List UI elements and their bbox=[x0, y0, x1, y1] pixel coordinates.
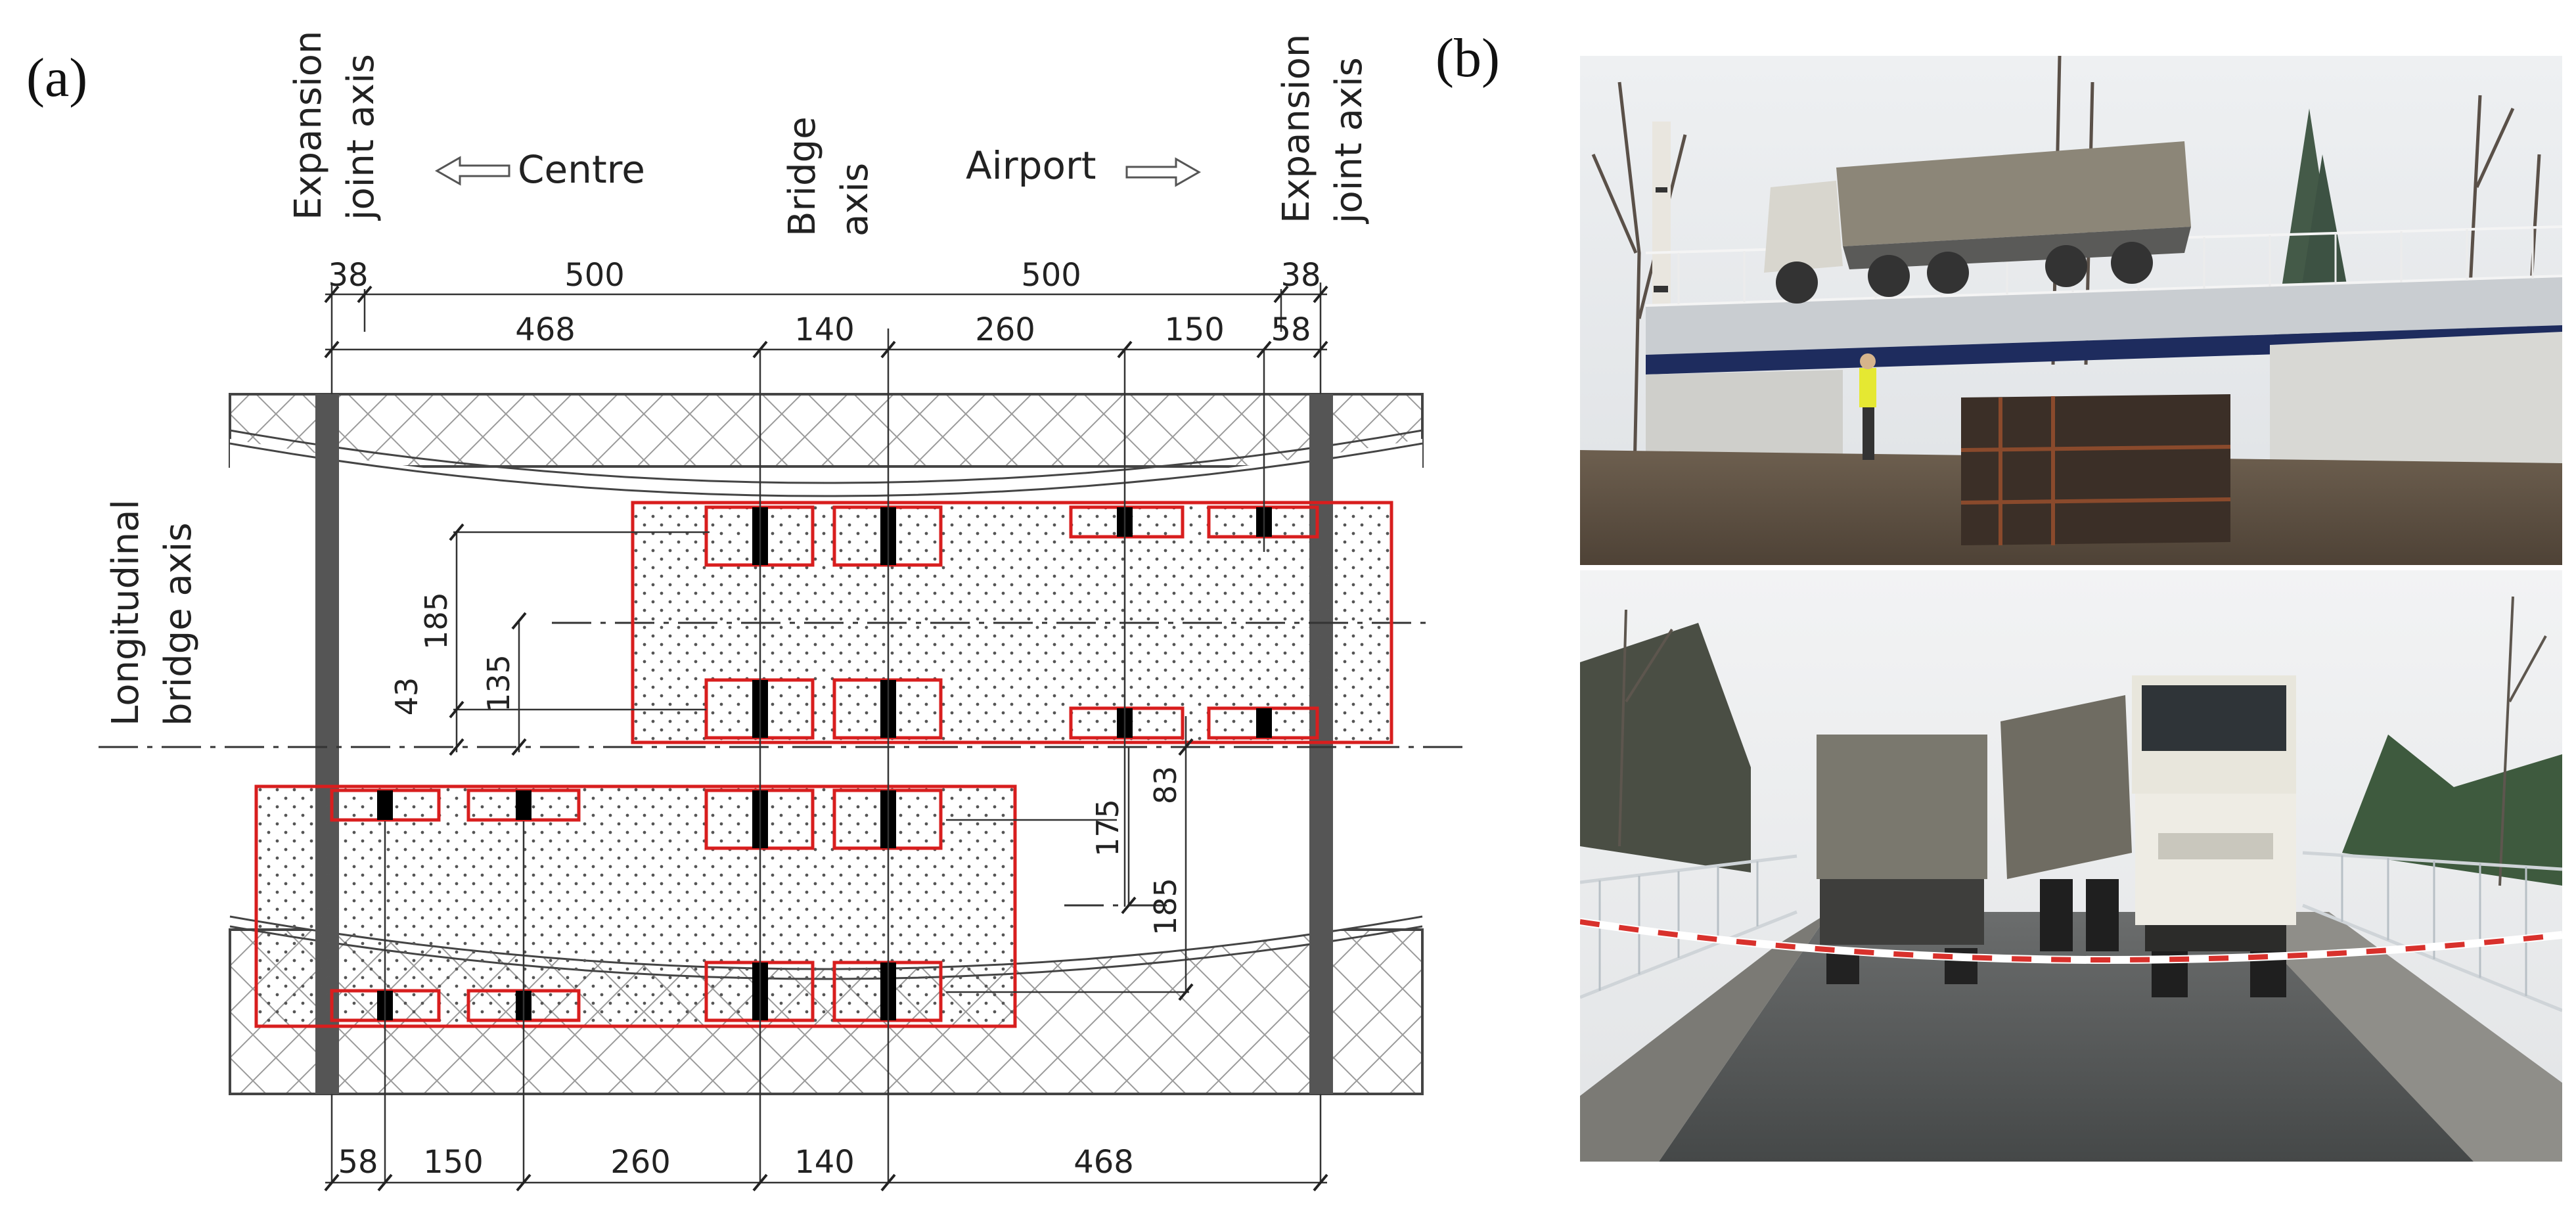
dim-top1-38-right: 38 bbox=[1280, 257, 1321, 294]
bridge-load-scheme: 38 500 500 38 468 140 260 150 58 58 150 … bbox=[99, 31, 1465, 1192]
dimension-ticks bbox=[324, 285, 1328, 1192]
photo-trucks-on-deck bbox=[1580, 570, 2562, 1162]
dim-vert-43: 43 bbox=[389, 677, 424, 716]
vertical-dimension-ticks bbox=[449, 523, 1194, 1001]
expansion-joint-right-label-line1: Expansion bbox=[1275, 34, 1318, 223]
longitudinal-axis-label-line1: Longitudinal bbox=[104, 499, 147, 726]
dim-top1-500-right: 500 bbox=[1021, 257, 1081, 294]
panel-label-a: (a) bbox=[26, 47, 88, 108]
dim-bottom-58: 58 bbox=[338, 1144, 378, 1181]
axle-lines bbox=[330, 283, 1322, 1183]
vertical-dimension-lines bbox=[453, 531, 1189, 993]
dim-bottom-150: 150 bbox=[423, 1144, 484, 1181]
dim-bottom-140: 140 bbox=[794, 1144, 855, 1181]
dim-vert-83: 83 bbox=[1148, 766, 1183, 805]
dim-top2-260: 260 bbox=[975, 311, 1035, 348]
dimension-lines bbox=[325, 289, 1327, 1184]
airport-label: Airport bbox=[966, 143, 1096, 188]
panel-label-b: (b) bbox=[1435, 28, 1500, 89]
dim-vert-175: 175 bbox=[1090, 799, 1125, 857]
deck-curve-top-a bbox=[229, 429, 1423, 484]
deck-curve-top-b bbox=[229, 442, 1423, 497]
dim-top2-468: 468 bbox=[515, 311, 576, 348]
expansion-joint-left-label-line2: joint axis bbox=[340, 54, 382, 221]
bridge-axis-label-line2: axis bbox=[834, 163, 876, 237]
longitudinal-axis-label-line2: bridge axis bbox=[157, 522, 200, 726]
dim-top1-38-left: 38 bbox=[328, 257, 368, 294]
photo-truck-on-bridge bbox=[1580, 56, 2562, 565]
dim-bottom-260: 260 bbox=[610, 1144, 671, 1181]
centre-label: Centre bbox=[518, 147, 645, 192]
arrow-left-icon bbox=[434, 156, 510, 186]
dim-top1-500-left: 500 bbox=[564, 257, 625, 294]
dim-vert-185-upper: 185 bbox=[418, 592, 454, 650]
bridge-axis-label-line1: Bridge bbox=[781, 116, 824, 237]
truck1-footprint bbox=[631, 501, 1393, 744]
deck-top-band bbox=[229, 393, 1424, 468]
arrow-right-icon bbox=[1125, 157, 1202, 187]
expansion-joint-right-label-line2: joint axis bbox=[1328, 57, 1370, 225]
dim-vert-185-lower: 185 bbox=[1148, 878, 1183, 936]
dim-top2-58: 58 bbox=[1271, 311, 1311, 348]
dim-bottom-468: 468 bbox=[1073, 1144, 1134, 1181]
dim-top2-150: 150 bbox=[1164, 311, 1225, 348]
dim-top2-140: 140 bbox=[794, 311, 855, 348]
dim-vert-135: 135 bbox=[481, 654, 516, 712]
expansion-joint-left-label-line1: Expansion bbox=[287, 31, 330, 220]
